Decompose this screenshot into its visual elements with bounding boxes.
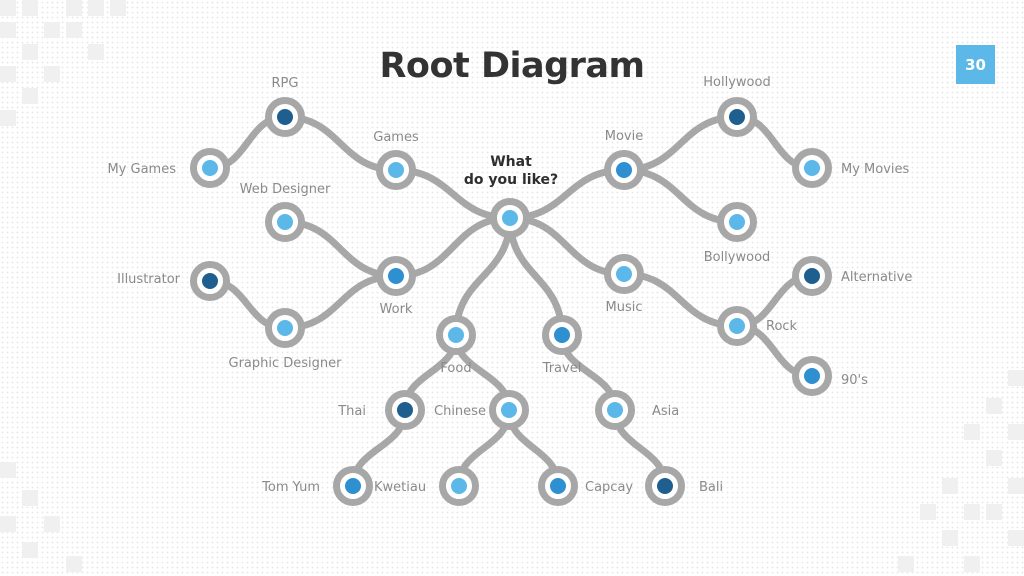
node-label-mymovies: My Movies [841,162,910,177]
node-center [490,198,530,238]
node-dot-music [616,266,632,282]
node-label-tomyum: Tom Yum [261,480,320,495]
node-label-capcay: Capcay [585,480,633,495]
node-movie [604,150,644,190]
node-dot-chinese [501,402,517,418]
node-dot-webdesigner [277,214,293,230]
center-question-line2: do you like? [464,172,558,188]
node-dot-bollywood [729,214,745,230]
node-dot-nineties [804,368,820,384]
node-mymovies [792,148,832,188]
node-rpg [265,97,305,137]
node-thai [385,390,425,430]
node-rock [717,306,757,346]
node-label-webdesigner: Web Designer [240,182,331,197]
node-mygames [190,148,230,188]
node-dot-movie [616,162,632,178]
node-dot-mygames [202,160,218,176]
node-label-games: Games [373,130,419,145]
node-label-graphicdesigner: Graphic Designer [229,356,343,371]
node-label-rpg: RPG [272,76,299,91]
node-bollywood [717,202,757,242]
node-dot-food [448,327,464,343]
node-dot-kwetiau [451,478,467,494]
node-dot-alternative [804,268,820,284]
node-dot-illustrator [202,273,218,289]
node-nineties [792,356,832,396]
node-label-alternative: Alternative [841,270,912,285]
node-dot-center [502,210,518,226]
node-food [436,315,476,355]
node-label-bollywood: Bollywood [704,250,771,265]
node-dot-capcay [550,478,566,494]
node-kwetiau [439,466,479,506]
node-label-thai: Thai [337,404,366,419]
diagram-nodes [190,97,832,506]
node-dot-mymovies [804,160,820,176]
node-capcay [538,466,578,506]
node-dot-travel [554,327,570,343]
node-illustrator [190,261,230,301]
node-webdesigner [265,202,305,242]
node-dot-tomyum [345,478,361,494]
node-label-asia: Asia [652,404,679,419]
node-alternative [792,256,832,296]
center-question-line1: What [490,154,532,170]
node-dot-rock [729,318,745,334]
node-dot-hollywood [729,109,745,125]
node-label-hollywood: Hollywood [703,75,770,90]
node-hollywood [717,97,757,137]
node-label-bali: Bali [699,480,723,495]
node-label-rock: Rock [766,319,798,334]
node-games [376,150,416,190]
node-travel [542,315,582,355]
page-title: Root Diagram [379,46,645,86]
node-dot-thai [397,402,413,418]
node-label-chinese: Chinese [434,404,486,419]
node-tomyum [333,466,373,506]
node-dot-asia [607,402,623,418]
node-dot-games [388,162,404,178]
page-number-badge: 30 [956,45,995,84]
node-label-nineties: 90's [841,373,868,388]
node-dot-graphicdesigner [277,320,293,336]
node-asia [595,390,635,430]
node-chinese [489,390,529,430]
node-dot-rpg [277,109,293,125]
node-bali [645,466,685,506]
node-label-movie: Movie [605,129,643,144]
node-label-music: Music [606,300,643,315]
node-label-food: Food [440,361,471,376]
node-dot-work [388,268,404,284]
node-music [604,254,644,294]
node-label-mygames: My Games [107,162,176,177]
node-work [376,256,416,296]
node-label-travel: Travel [542,361,582,376]
node-dot-bali [657,478,673,494]
node-label-kwetiau: Kwetiau [374,480,426,495]
node-label-illustrator: Illustrator [117,272,181,287]
node-graphicdesigner [265,308,305,348]
node-label-work: Work [380,302,413,317]
